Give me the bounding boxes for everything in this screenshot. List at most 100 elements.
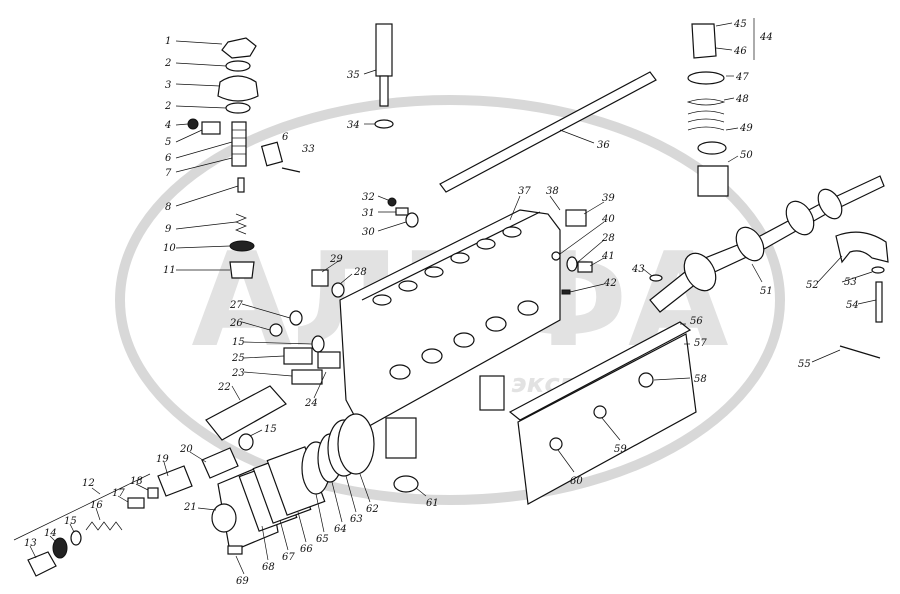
callout-15a: 15 (232, 337, 245, 348)
part-tappet-45 (691, 23, 717, 59)
callout-19: 19 (156, 454, 169, 465)
callout-34: 34 (347, 120, 360, 131)
callout-2b: 2 (164, 101, 171, 112)
part-washer-10 (229, 240, 255, 252)
callout-45: 45 (733, 19, 747, 30)
callout-50: 50 (740, 150, 753, 161)
plunger-group (363, 23, 394, 129)
part-plate-6b (260, 141, 284, 167)
callout-32: 32 (362, 192, 375, 203)
part-valve-holder-7 (231, 121, 247, 167)
left-valve-stack (175, 37, 301, 279)
callout-20: 20 (179, 444, 193, 455)
part-washer-30 (405, 212, 419, 228)
part-valve-11 (229, 261, 255, 279)
callout-66: 66 (300, 544, 313, 555)
callout-37: 37 (518, 186, 531, 197)
part-bolt-69 (227, 545, 243, 555)
callout-33: 33 (302, 144, 315, 155)
callout-58: 58 (694, 374, 707, 385)
callout-15b: 15 (264, 424, 277, 435)
callout-14: 14 (44, 528, 57, 539)
callout-56: 56 (690, 316, 703, 327)
callout-22: 22 (217, 382, 231, 393)
callout-42: 42 (603, 278, 617, 289)
part-washer-2a (225, 60, 251, 72)
part-washer-27 (289, 310, 303, 326)
callout-16: 16 (90, 500, 103, 511)
part-washer-15b (238, 433, 254, 451)
callout-64: 64 (334, 524, 347, 535)
part-rack-36 (439, 71, 657, 193)
part-screw-26 (269, 323, 283, 337)
part-plunger-35 (375, 23, 393, 77)
callout-28b: 28 (353, 267, 367, 278)
part-key-43 (649, 274, 663, 282)
callout-40: 40 (601, 214, 615, 225)
part-bearing-62 (337, 413, 375, 475)
callout-24: 24 (304, 398, 318, 409)
callout-54: 54 (846, 300, 859, 311)
part-cap-61 (393, 475, 419, 493)
part-seat-49 (697, 141, 727, 155)
part-screw-18 (147, 487, 159, 499)
part-gasket-56 (508, 321, 692, 421)
part-spring-9 (235, 213, 247, 235)
callout-29: 29 (329, 254, 343, 265)
part-washer-28b (331, 282, 345, 298)
part-bolt-54 (875, 281, 883, 323)
part-plug-38 (565, 209, 587, 227)
callout-12: 12 (82, 478, 95, 489)
part-union-23 (291, 369, 323, 385)
callout-4: 4 (164, 120, 171, 131)
lower-flange-group (157, 413, 375, 575)
part-bolt-33 (281, 167, 301, 173)
bottom-left-parts (13, 473, 159, 577)
callout-47: 47 (735, 72, 749, 83)
callout-39: 39 (602, 193, 615, 204)
callout-35: 35 (347, 70, 360, 81)
callout-3: 3 (165, 80, 171, 91)
callout-68: 68 (262, 562, 275, 573)
part-washer-15a (311, 335, 325, 353)
callout-21: 21 (183, 502, 197, 513)
part-pin-8 (237, 177, 245, 193)
callout-30: 30 (362, 227, 375, 238)
part-screw-40 (551, 251, 561, 261)
callout-44: 44 (759, 32, 773, 43)
callout-46: 46 (733, 46, 747, 57)
callout-15c: 15 (64, 516, 77, 527)
right-tappet-stack (686, 18, 755, 197)
part-spring-48 (686, 98, 726, 131)
callout-63: 63 (350, 514, 363, 525)
part-washer-14 (52, 537, 68, 559)
part-nut-19 (157, 465, 193, 497)
part-plug-17 (127, 497, 145, 509)
callout-13: 13 (24, 538, 37, 549)
callout-59: 59 (614, 444, 627, 455)
left-fittings (205, 303, 341, 441)
callout-36: 36 (597, 140, 610, 151)
callout-11: 11 (163, 265, 176, 276)
part-nut-1 (221, 37, 257, 59)
part-tappet-body-50 (697, 165, 729, 197)
part-washer-28a (566, 256, 578, 272)
callout-67: 67 (282, 552, 295, 563)
callout-49: 49 (739, 123, 753, 134)
callout-6b: 6 (282, 132, 289, 143)
callout-5: 5 (165, 137, 171, 148)
callout-10: 10 (163, 243, 176, 254)
callout-17: 17 (112, 488, 125, 499)
callout-60: 60 (570, 476, 583, 487)
part-pin-42 (561, 289, 571, 295)
part-screw-32 (387, 197, 397, 207)
callout-53: 53 (844, 277, 857, 288)
callout-1: 1 (165, 36, 171, 47)
callout-23: 23 (231, 368, 245, 379)
callout-61: 61 (426, 498, 439, 509)
part-ring-34 (374, 119, 394, 129)
callout-9: 9 (165, 224, 172, 235)
part-banjo-3 (217, 75, 259, 102)
callout-labels: 1 2 3 2 4 5 6 7 6 33 8 9 10 11 35 34 36 … (24, 19, 859, 587)
